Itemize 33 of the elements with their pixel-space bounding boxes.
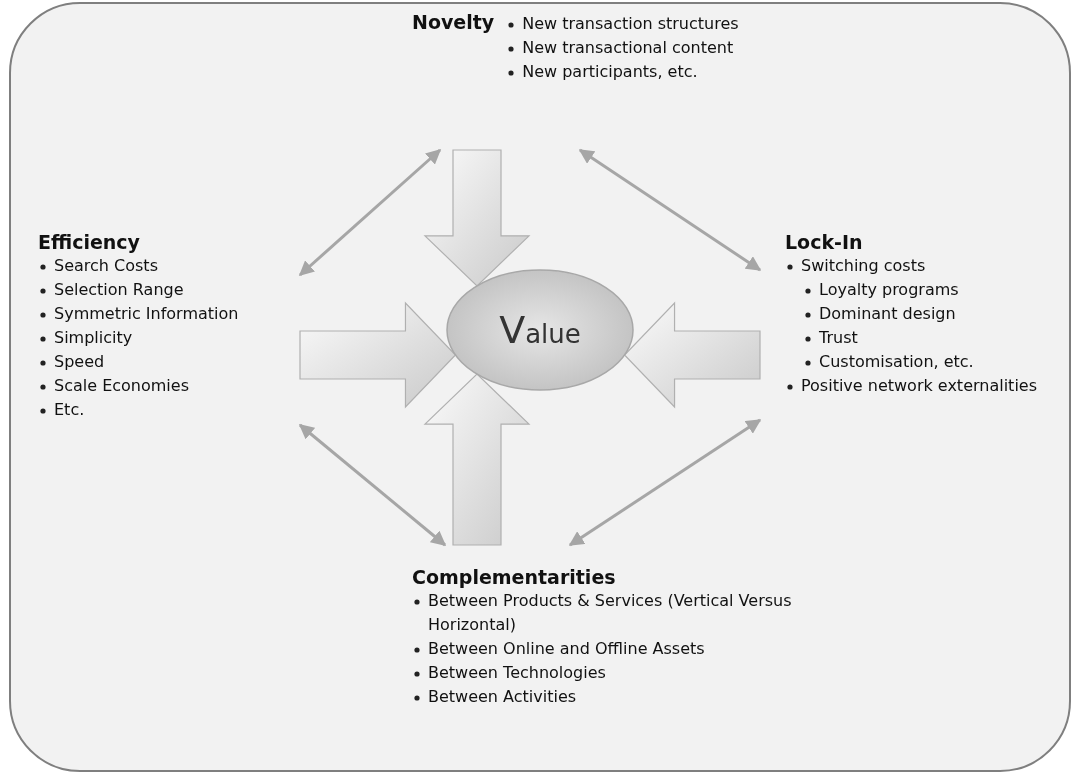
heading: Efficiency — [38, 230, 140, 254]
list-item: Scale Economies — [54, 375, 189, 397]
list-item: Between Activities — [428, 686, 577, 708]
list-item: New participants, etc. — [522, 61, 698, 83]
list-item: Between Technologies — [428, 662, 606, 684]
list-item: New transactional content — [522, 37, 734, 59]
heading: Complementarities — [412, 565, 616, 589]
list-item: New transaction structures — [522, 13, 739, 35]
list-item: Customisation, etc. — [819, 351, 974, 373]
list-item: Etc. — [54, 399, 85, 421]
list-item: Speed — [54, 351, 105, 373]
heading: Lock-In — [785, 230, 863, 254]
list-item: Trust — [819, 327, 858, 349]
list-item: Dominant design — [819, 303, 956, 325]
list-item: Loyalty programs — [819, 279, 959, 301]
list-item: Selection Range — [54, 279, 184, 301]
double-arrow — [568, 418, 762, 547]
double-arrow — [298, 423, 447, 547]
node-label: Value — [499, 308, 581, 352]
list-item: Between Products & Services (Vertical Versus Horizontal) — [428, 590, 793, 636]
list-item: Symmetric Information — [54, 303, 239, 325]
block-arrow — [423, 373, 531, 546]
block-arrow — [623, 301, 761, 409]
double-arrow — [298, 148, 442, 277]
block-arrow — [299, 301, 457, 409]
list-item: Simplicity — [54, 327, 133, 349]
double-arrow — [578, 148, 762, 272]
list-item: Search Costs — [54, 255, 158, 277]
list-item: Positive network externalities — [801, 375, 1037, 397]
list-item: Between Online and Offline Assets — [428, 638, 705, 660]
block-arrow — [423, 149, 531, 287]
heading: Novelty — [412, 10, 495, 35]
list-item: Switching costs — [801, 255, 926, 277]
